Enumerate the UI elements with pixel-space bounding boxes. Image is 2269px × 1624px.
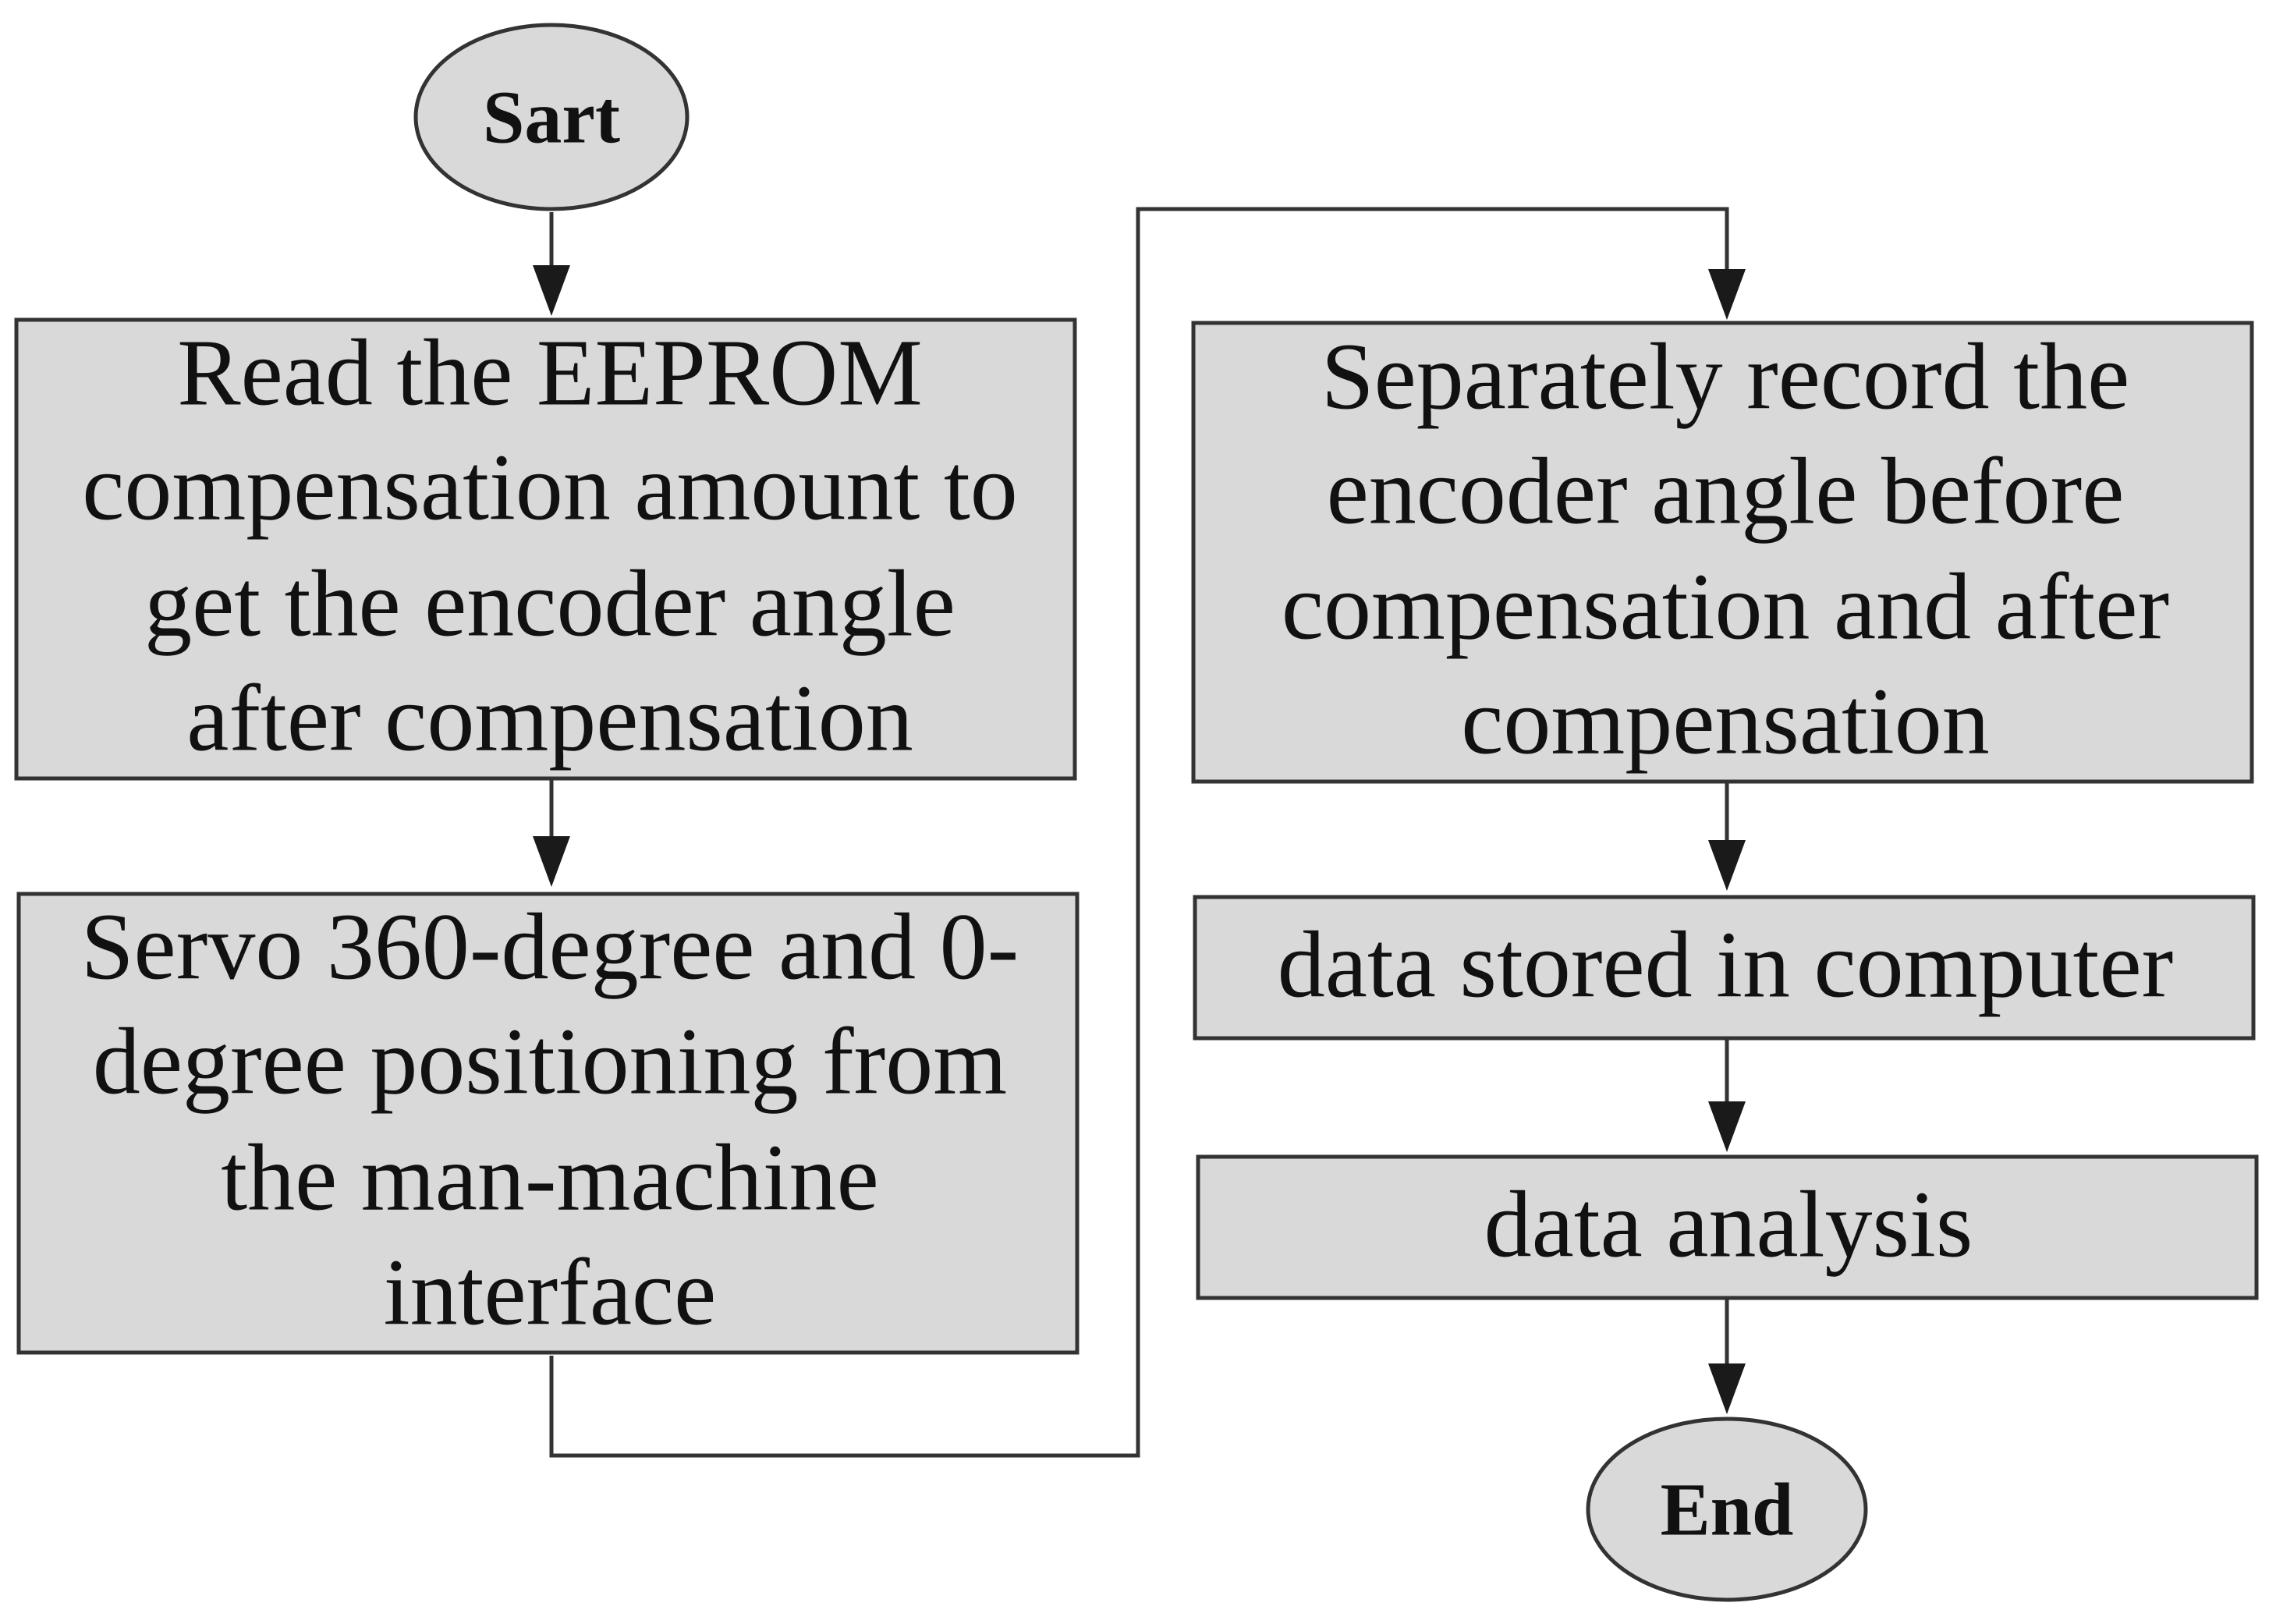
connectors bbox=[533, 207, 1746, 1458]
step-analysis-label: data analysis bbox=[1484, 1172, 1973, 1278]
step-store-data-label: data stored in computer bbox=[1278, 913, 2173, 1018]
arrowhead-servo-to-record bbox=[1708, 269, 1746, 320]
start-ellipse bbox=[413, 23, 690, 211]
step-record-angle-line-3: compensation and after bbox=[1282, 555, 2169, 660]
step-read-eeprom-line-2: compensation amount to bbox=[82, 435, 1017, 541]
step-servo-positioning-box bbox=[16, 892, 1080, 1355]
step-read-eeprom-line-4: after compensation bbox=[186, 666, 913, 771]
step-servo-positioning-line-1: Servo 360-degree and 0- bbox=[81, 895, 1019, 1000]
step-analysis-box bbox=[1196, 1154, 2259, 1300]
step-read-eeprom-box bbox=[14, 317, 1077, 781]
arrowhead-store-to-analysis bbox=[1708, 1101, 1746, 1152]
step-read-eeprom-line-1: Read the EEPROM bbox=[177, 321, 923, 426]
step-read-eeprom: Read the EEPROM compensation amount to g… bbox=[14, 317, 1077, 781]
step-servo-positioning-line-2: degree positioning from bbox=[93, 1009, 1007, 1115]
end-label: End bbox=[1661, 1468, 1794, 1551]
arrowhead-start-to-read bbox=[533, 265, 570, 316]
step-record-angle-line-2: encoder angle before bbox=[1327, 439, 2125, 544]
step-record-angle-line-1: Separately record the bbox=[1321, 324, 2129, 430]
end-terminal: End bbox=[1586, 1417, 1868, 1602]
step-servo-positioning: Servo 360-degree and 0- degree positioni… bbox=[16, 892, 1080, 1355]
start-label: Sart bbox=[483, 76, 620, 159]
arrowhead-read-to-servo bbox=[533, 836, 570, 887]
step-read-eeprom-line-3: get the encoder angle bbox=[144, 551, 955, 657]
step-servo-positioning-line-4: interface bbox=[384, 1240, 717, 1346]
step-analysis: data analysis bbox=[1196, 1154, 2259, 1300]
step-record-angle: Separately record the encoder angle befo… bbox=[1191, 321, 2254, 784]
step-record-angle-line-4: compensation bbox=[1461, 669, 1990, 775]
step-store-data: data stored in computer bbox=[1193, 895, 2256, 1041]
step-servo-positioning-line-3: the man-machine bbox=[221, 1126, 878, 1231]
arrowhead-record-to-store bbox=[1708, 840, 1746, 891]
step-store-data-box bbox=[1193, 895, 2256, 1041]
arrow-servo-to-record bbox=[549, 207, 1729, 1458]
end-ellipse bbox=[1586, 1417, 1868, 1602]
arrowhead-analysis-to-end bbox=[1708, 1363, 1746, 1414]
start-terminal: Sart bbox=[413, 23, 690, 211]
step-record-angle-box bbox=[1191, 321, 2254, 784]
